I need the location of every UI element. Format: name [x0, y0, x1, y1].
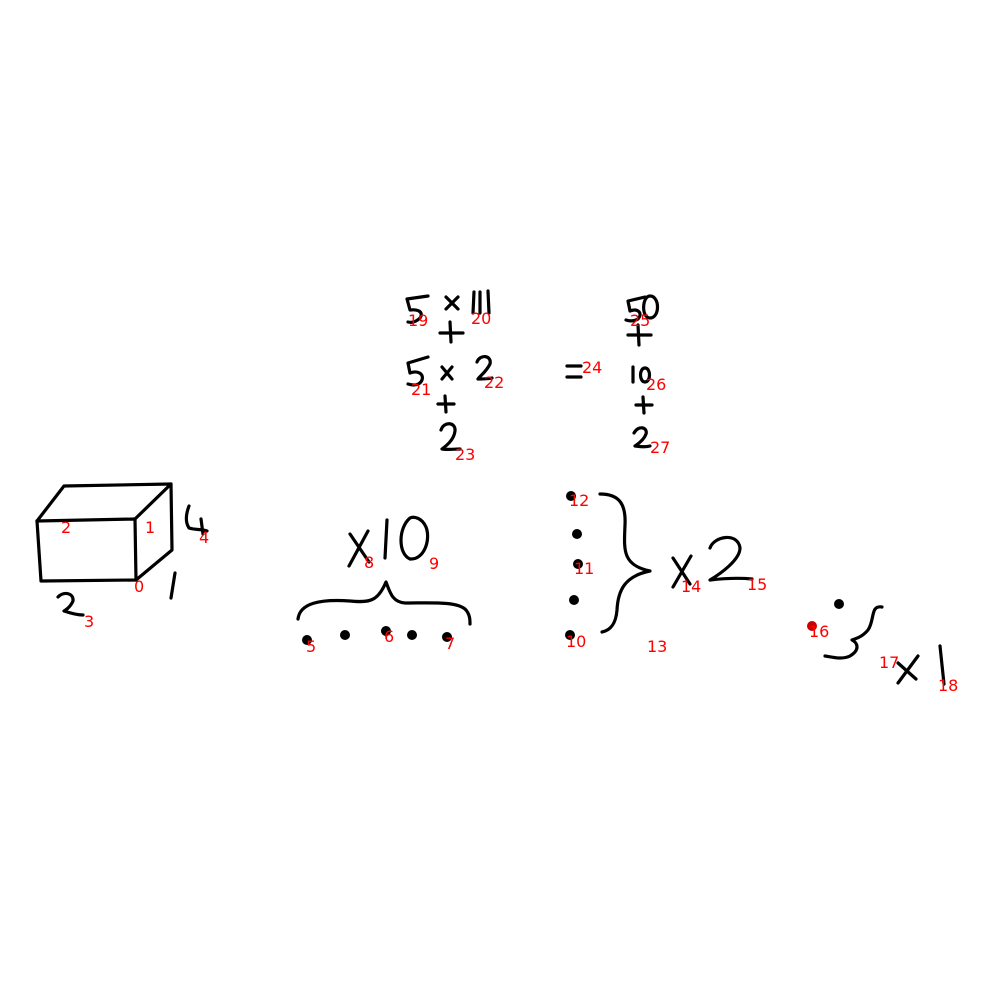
box-dimension-height-4	[184, 504, 209, 536]
box-side-face	[134, 482, 174, 582]
x2-times-sign	[671, 554, 693, 589]
column-dot	[573, 559, 583, 569]
single-dot-marker	[807, 621, 817, 631]
lhs-ten-top	[471, 289, 491, 315]
equation-lhs	[405, 289, 494, 452]
annotation-label-17: 17	[879, 653, 899, 672]
equals-sign	[565, 364, 583, 379]
x2-digit-two	[708, 535, 754, 582]
row-dot	[340, 630, 350, 640]
annotation-label-15: 15	[747, 575, 767, 594]
lhs-plus-top	[438, 320, 465, 344]
rhs-plus-bottom	[634, 395, 654, 415]
dots-row-group	[296, 515, 472, 645]
annotation-label-10: 10	[566, 632, 586, 651]
lhs-five-top	[405, 294, 430, 324]
annotation-label-13: 13	[647, 637, 667, 656]
annotation-label-11: 11	[574, 559, 594, 578]
annotation-label-5: 5	[306, 637, 316, 656]
annotation-label-20: 20	[471, 309, 491, 328]
row-dot	[442, 632, 452, 642]
rhs-two	[632, 426, 652, 449]
lhs-two	[475, 355, 494, 381]
row-dot	[381, 626, 391, 636]
annotation-label-2: 2	[61, 518, 71, 537]
annotation-label-16: 16	[809, 622, 829, 641]
vertical-curly-brace	[598, 492, 652, 634]
row-dot	[407, 630, 417, 640]
x10-digit-zero	[399, 515, 430, 561]
box-dimension-width-2	[56, 591, 85, 617]
annotation-label-27: 27	[650, 438, 670, 457]
box-dimension-depth-1	[169, 571, 177, 600]
column-dot	[566, 491, 576, 501]
annotation-label-9: 9	[429, 554, 439, 573]
row-dot	[302, 635, 312, 645]
lhs-times-sign-top	[444, 295, 460, 311]
annotation-label-18: 18	[938, 676, 958, 695]
annotation-label-4: 4	[199, 528, 209, 547]
equation-rhs	[624, 294, 660, 449]
x10-times-sign	[347, 529, 371, 568]
rhs-ten	[631, 365, 652, 384]
rhs-plus-top	[626, 323, 653, 347]
single-dot-group	[807, 599, 946, 686]
lhs-five-bottom	[406, 355, 430, 387]
box-sketch	[35, 482, 209, 617]
annotation-label-6: 6	[384, 627, 394, 646]
column-dot	[569, 595, 579, 605]
annotation-label-1: 1	[145, 518, 155, 537]
annotation-label-12: 12	[569, 491, 589, 510]
rhs-fifty	[624, 294, 660, 323]
annotation-label-3: 3	[84, 612, 94, 631]
annotation-label-19: 19	[408, 311, 428, 330]
box-front-face	[35, 517, 138, 583]
lhs-times-sign-bottom	[440, 365, 454, 381]
x10-digit-one	[383, 518, 389, 560]
x1-digit-one	[938, 644, 946, 686]
annotation-labels: 0 1 2 3 4 5 6 7 8 9 10 11 12 13 14 15 16…	[61, 309, 958, 695]
annotation-label-23: 23	[455, 445, 475, 464]
annotation-label-22: 22	[484, 373, 504, 392]
horizontal-curly-brace	[296, 580, 472, 626]
annotation-label-7: 7	[445, 634, 455, 653]
column-dot	[565, 630, 575, 640]
annotation-label-0: 0	[134, 577, 144, 596]
box-top-face	[35, 482, 173, 523]
annotation-label-8: 8	[364, 553, 374, 572]
annotation-label-25: 25	[630, 311, 650, 330]
dots-column-group	[565, 491, 754, 640]
annotation-label-21: 21	[411, 380, 431, 399]
column-dot	[572, 529, 582, 539]
annotation-label-14: 14	[681, 577, 701, 596]
lhs-plus-bottom	[436, 394, 456, 414]
annotation-label-26: 26	[646, 375, 666, 394]
lhs-final-two	[439, 422, 462, 452]
small-curly-brace	[823, 605, 884, 660]
single-dot	[834, 599, 844, 609]
x1-times-sign	[896, 654, 920, 685]
annotation-label-24: 24	[582, 358, 602, 377]
